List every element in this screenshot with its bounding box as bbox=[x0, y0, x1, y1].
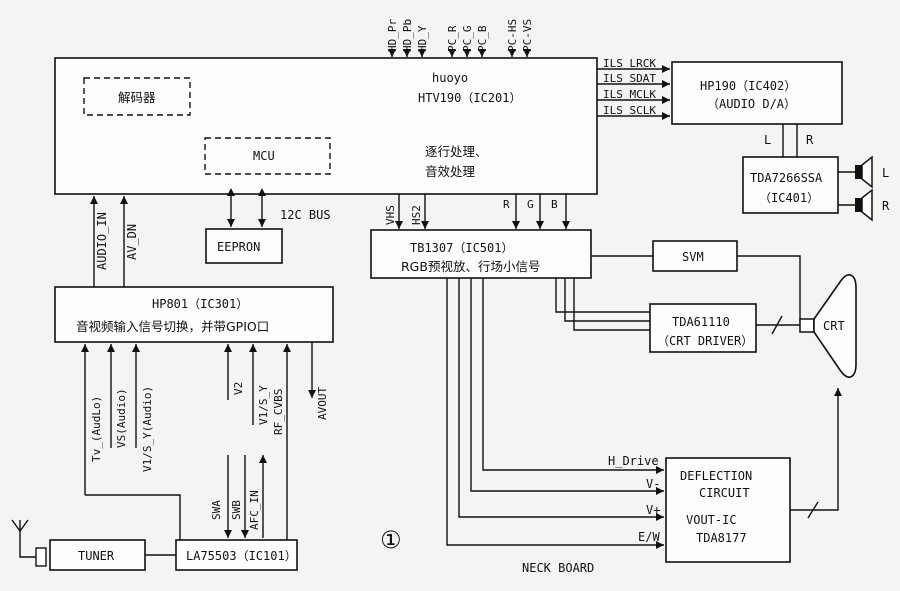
audio-in-label: AUDIO_IN bbox=[95, 212, 109, 270]
tda6111-block: TDA61110 （CRT DRIVER） bbox=[555, 278, 800, 353]
hp190-subtitle: （AUDIO D/A） bbox=[707, 97, 796, 111]
la75503-block: LA75503（IC101） bbox=[175, 539, 298, 571]
top-input-label: HD_Y bbox=[416, 25, 429, 52]
b-label: B bbox=[551, 198, 558, 211]
i2s-bus: ILS_LRCK ILS_SDAT ILS_MCLK ILS_SCLK bbox=[597, 57, 670, 120]
svm-label: SVM bbox=[682, 250, 704, 264]
hp801-block: HP801（IC301） 音视频输入信号切换，并带GPIO口 bbox=[54, 286, 334, 343]
la75503-lines: SWA SWB AFC_IN bbox=[85, 455, 267, 540]
i2s-label: ILS_LRCK bbox=[603, 57, 656, 70]
eeprom-block: EEPRON bbox=[205, 228, 283, 264]
speaker-right-icon: R bbox=[855, 188, 890, 222]
tb1307-block: TB1307（IC501） RGB预视放、行场小信号 bbox=[370, 229, 592, 279]
hp190-title: HP190（IC402） bbox=[700, 79, 796, 93]
deflection-title: DEFLECTION bbox=[680, 469, 752, 483]
tda7266-block: TDA7266SSA （IC401） bbox=[742, 156, 855, 214]
avout-label: AVOUT bbox=[316, 387, 329, 420]
i2c-bus-lines: 12C BUS bbox=[227, 188, 331, 227]
deflection-subtitle: CIRCUIT bbox=[699, 486, 750, 500]
hp190-block: HP190（IC402） （AUDIO D/A） bbox=[671, 61, 843, 125]
main-to-tb1307-lines: VHS HS2 R G B bbox=[384, 194, 570, 229]
crt-icon: CRT bbox=[799, 274, 857, 378]
eeprom-label: EEPRON bbox=[217, 240, 260, 254]
hp801-to-main-lines: AUDIO_IN AV_DN bbox=[90, 196, 139, 287]
tda6111-title: TDA61110 bbox=[672, 315, 730, 329]
r-label: R bbox=[503, 198, 510, 211]
hs2-label: HS2 bbox=[410, 205, 423, 225]
tv-audio-label: Tv_(AudLo) bbox=[90, 396, 103, 462]
deflection-block: DEFLECTION CIRCUIT VOUT-IC TDA8177 bbox=[665, 388, 842, 563]
speaker-l-label: L bbox=[882, 166, 889, 180]
tuner-label: TUNER bbox=[78, 549, 115, 563]
top-input-label: PC-VS bbox=[521, 19, 534, 52]
v-plus-label: V+ bbox=[646, 503, 660, 517]
tda7266-title: TDA7266SSA bbox=[750, 171, 823, 185]
i2c-bus-label: 12C BUS bbox=[280, 208, 331, 222]
antenna-icon bbox=[11, 519, 47, 567]
afc-in-label: AFC_IN bbox=[248, 490, 261, 530]
processing-line2: 音效处理 bbox=[425, 164, 476, 179]
ew-label: E/W bbox=[638, 530, 660, 544]
vout-ic-label: VOUT-IC bbox=[686, 513, 737, 527]
top-input-label: HD_Pr bbox=[386, 19, 399, 52]
vhs-label: VHS bbox=[384, 205, 397, 225]
tda7266-subtitle: （IC401） bbox=[759, 191, 819, 205]
hp801-audio-inputs: Tv_(AudLo) VS(Audio) V1/S_Y(Audio) bbox=[81, 344, 154, 495]
htv190-title: HTV190（IC201） bbox=[418, 91, 521, 105]
tda8177-label: TDA8177 bbox=[696, 531, 747, 545]
v1sy-label: V1/S_Y bbox=[257, 385, 270, 425]
tb1307-title: TB1307（IC501） bbox=[410, 241, 513, 255]
hp801-subtitle: 音视频输入信号切换，并带GPIO口 bbox=[76, 319, 269, 334]
tuner-block: TUNER bbox=[49, 539, 176, 571]
i2s-label: ILS_SCLK bbox=[603, 104, 656, 117]
rf-cvbs-label: RF_CVBS bbox=[272, 389, 285, 435]
htv190-brand: huoyo bbox=[432, 71, 468, 85]
processing-line1: 逐行处理、 bbox=[425, 144, 488, 159]
hp801-title: HP801（IC301） bbox=[152, 297, 248, 311]
neck-board-label: NECK BOARD bbox=[522, 561, 594, 575]
tda6111-subtitle: （CRT DRIVER） bbox=[657, 334, 753, 348]
decoder-label: 解码器 bbox=[118, 90, 156, 105]
g-label: G bbox=[527, 198, 534, 211]
top-input-label: PC_R bbox=[446, 25, 459, 52]
top-input-label: PC_G bbox=[461, 26, 474, 53]
svm-block: SVM bbox=[591, 240, 801, 322]
tb1307-subtitle: RGB预视放、行场小信号 bbox=[401, 259, 540, 274]
audio-lr-lines: L R bbox=[764, 124, 814, 157]
decoder-subblock bbox=[83, 77, 191, 116]
v1sy-audio-label: V1/S_Y(Audio) bbox=[141, 386, 154, 472]
vs-audio-label: VS(Audio) bbox=[115, 388, 128, 448]
figure-number: ① bbox=[380, 526, 402, 554]
crt-label: CRT bbox=[823, 319, 845, 333]
v-minus-label: V- bbox=[646, 477, 660, 491]
top-input-label: PC_B bbox=[476, 25, 489, 52]
v2-label: V2 bbox=[232, 382, 245, 395]
i2s-label: ILS_MCLK bbox=[603, 88, 656, 101]
speaker-r-label: R bbox=[882, 199, 890, 213]
mcu-label: MCU bbox=[253, 149, 275, 163]
audio-r-label: R bbox=[806, 133, 814, 147]
top-input-label: HD_Pb bbox=[401, 19, 414, 52]
deflection-input-lines: H_Drive V- V+ E/W bbox=[446, 278, 664, 549]
i2s-label: ILS_SDAT bbox=[603, 72, 656, 85]
mcu-subblock bbox=[204, 137, 331, 175]
hp801-video-lines: V2 V1/S_Y RF_CVBS AVOUT bbox=[224, 342, 329, 540]
swb-label: SWB bbox=[230, 500, 243, 520]
audio-l-label: L bbox=[764, 133, 771, 147]
htv190-block: huoyo HTV190（IC201） 解码器 MCU 逐行处理、 音效处理 bbox=[54, 57, 598, 195]
swa-label: SWA bbox=[210, 500, 223, 520]
h-drive-label: H_Drive bbox=[608, 454, 659, 468]
la75503-label: LA75503（IC101） bbox=[186, 549, 297, 563]
speaker-left-icon: L bbox=[855, 155, 889, 189]
top-input-label: PC-HS bbox=[506, 19, 519, 52]
av-dn-label: AV_DN bbox=[125, 224, 139, 260]
